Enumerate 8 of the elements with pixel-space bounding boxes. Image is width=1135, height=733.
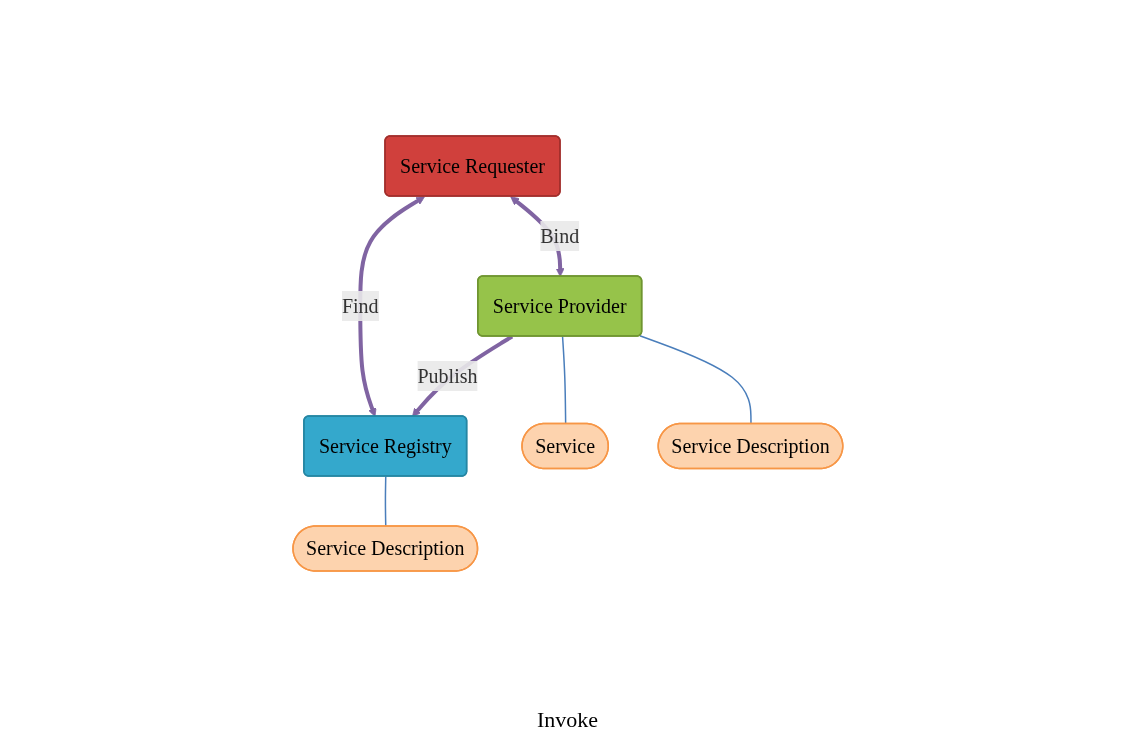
edge-label: Find <box>341 294 379 317</box>
connector <box>561 335 566 425</box>
arrow <box>411 334 513 417</box>
edge-label: Bind <box>539 225 579 247</box>
edge-label: Publish <box>417 364 478 387</box>
connector <box>638 334 752 425</box>
arrow <box>357 196 425 417</box>
note-label: Invoke <box>536 707 599 732</box>
